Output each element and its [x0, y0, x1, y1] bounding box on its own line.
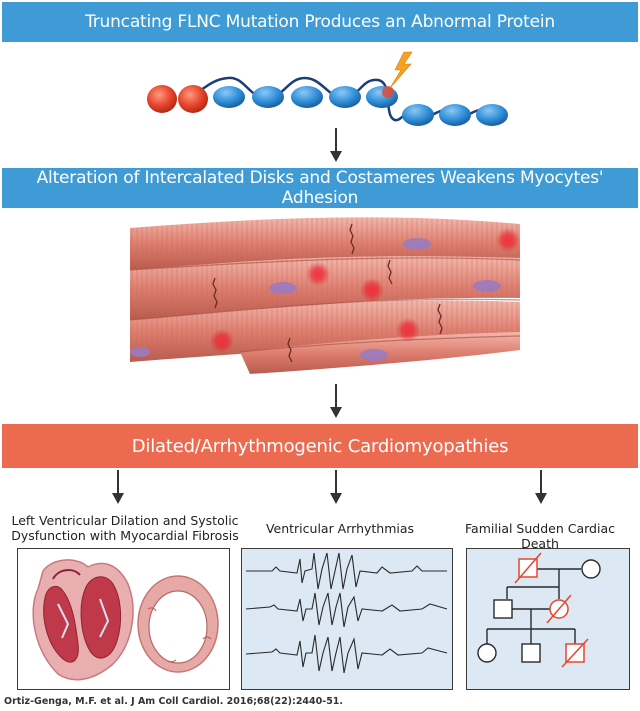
ecg-traces	[245, 552, 448, 674]
label-sudden-death: Familial Sudden Cardiac Death	[465, 521, 615, 551]
protein-domain	[439, 104, 471, 126]
label-lv-dilation: Left Ventricular Dilation and Systolic D…	[11, 513, 239, 543]
banner-protein-text: Truncating FLNC Mutation Produces an Abn…	[85, 12, 555, 32]
unaffected-female	[477, 643, 497, 663]
down-arrow-icon	[330, 470, 342, 504]
banner-protein: Truncating FLNC Mutation Produces an Abn…	[2, 2, 638, 42]
protein-domain-red	[147, 85, 177, 113]
panel-heart	[17, 548, 230, 690]
protein-domain-red	[178, 85, 208, 113]
banner-adhesion: Alteration of Intercalated Disks and Cos…	[2, 168, 638, 208]
pedigree-chart	[477, 552, 601, 668]
banner-cardiomyopathy-text: Dilated/Arrhythmogenic Cardiomyopathies	[131, 435, 509, 457]
myocyte-fibers	[129, 217, 521, 374]
unaffected-male	[493, 599, 513, 619]
panel-ecg	[241, 548, 453, 690]
banner-adhesion-text: Alteration of Intercalated Disks and Cos…	[36, 168, 604, 208]
unaffected-female	[581, 559, 601, 579]
panel-pedigree	[466, 548, 630, 690]
banner-cardiomyopathy: Dilated/Arrhythmogenic Cardiomyopathies	[2, 424, 638, 468]
heart-illustration	[32, 559, 219, 681]
citation: Ortiz-Genga, M.F. et al. J Am Coll Cardi…	[4, 696, 344, 707]
down-arrow-icon	[330, 384, 342, 418]
protein-domain	[213, 86, 245, 108]
protein-domain	[329, 86, 361, 108]
lightning-bolt-icon	[389, 51, 413, 89]
flnc-protein	[147, 51, 508, 126]
label-ventricular-arrhythmias: Ventricular Arrhythmias	[265, 521, 415, 536]
down-arrow-icon	[112, 470, 124, 504]
protein-domain	[252, 86, 284, 108]
protein-domain	[402, 104, 434, 126]
unaffected-male	[521, 643, 541, 663]
protein-domain	[291, 86, 323, 108]
down-arrow-icon	[330, 128, 342, 162]
protein-domain	[476, 104, 508, 126]
down-arrow-icon	[535, 470, 547, 504]
